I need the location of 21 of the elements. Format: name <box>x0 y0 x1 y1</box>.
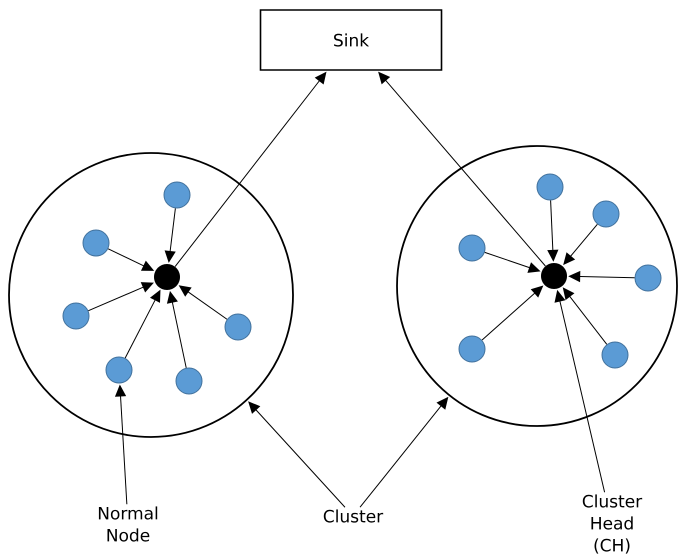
sensor-node-circle <box>634 264 662 292</box>
sensor-node-circle <box>176 368 202 394</box>
callout-label: Cluster <box>324 509 384 523</box>
arrow <box>378 72 546 266</box>
callout-label: Cluster Head (CH) <box>582 494 642 554</box>
callout-label: Normal Node <box>98 506 158 542</box>
sensor-node-circle <box>602 342 628 368</box>
sensor-node-circle <box>164 182 190 208</box>
cluster-head-dot <box>541 263 567 289</box>
cluster-head-dot <box>154 264 180 290</box>
sensor-node-circle <box>106 356 132 384</box>
sensor-node-circle <box>458 336 486 362</box>
sensor-node-circle <box>458 234 486 262</box>
cluster-circle <box>8 152 294 438</box>
sensor-node-circle <box>224 314 252 340</box>
sensor-node-circle <box>592 200 620 228</box>
sensor-node-circle <box>536 174 564 200</box>
sensor-node-circle <box>62 302 90 330</box>
cluster-circle <box>396 145 678 427</box>
sensor-node-circle <box>82 230 110 256</box>
sink-box: Sink <box>260 9 442 71</box>
